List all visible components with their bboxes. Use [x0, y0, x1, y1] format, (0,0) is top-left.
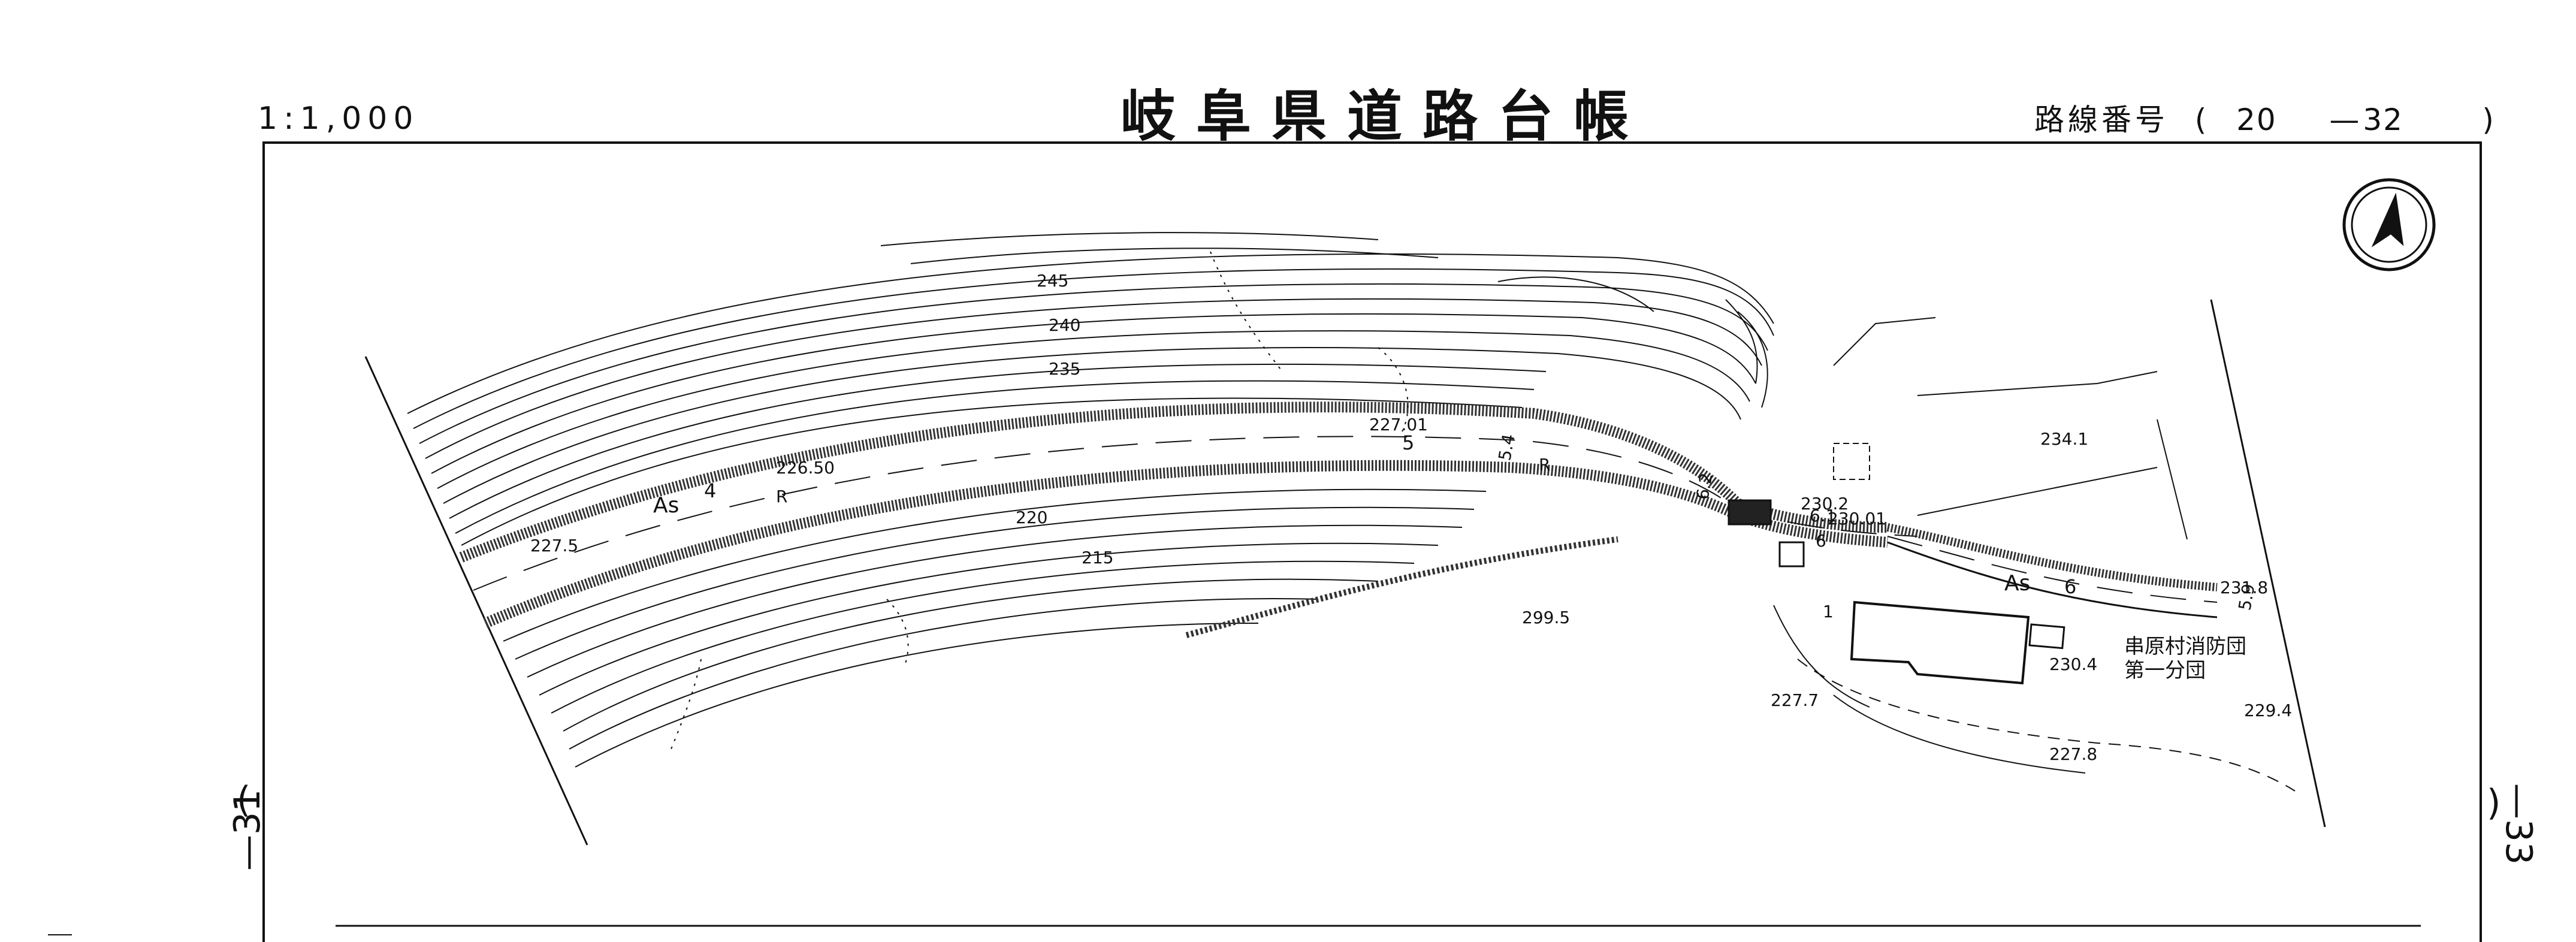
north-arrow-icon	[2342, 178, 2436, 271]
bridge-abutment	[1778, 541, 1805, 567]
route-number-b: 32	[2363, 102, 2403, 137]
stream	[1185, 536, 1618, 638]
map-scale: 1:1,000	[258, 101, 419, 137]
road-surface-label: As	[653, 493, 679, 518]
elevation-label: 230.2	[1801, 494, 1849, 514]
contour-label: 215	[1082, 548, 1113, 567]
road-mark: R	[1539, 455, 1550, 475]
survey-boundary-left	[364, 356, 588, 846]
contour-label: 245	[1037, 271, 1068, 291]
map-frame	[262, 141, 2482, 942]
elevation-label: 234.1	[2040, 429, 2088, 449]
contours-hilltop	[880, 232, 1768, 408]
facility-name: 第一分団	[2124, 659, 2206, 683]
station-label: 5	[1402, 431, 1414, 454]
road-south-edge	[483, 460, 1888, 629]
contour-label: 220	[1016, 508, 1047, 527]
map-labels: 245 240 235 220 215 227.01 226.50 227.5 …	[530, 271, 2292, 764]
elevation-label: 231.8	[2220, 578, 2268, 597]
bridge	[1728, 499, 1772, 526]
station-label: 6	[2064, 575, 2076, 598]
road-mark: R	[776, 487, 787, 506]
contour-label: 240	[1049, 315, 1080, 335]
survey-boundary-right	[2210, 299, 2326, 828]
elevation-label: 230.4	[2049, 654, 2097, 674]
width-label: 6.1	[1810, 506, 1837, 526]
elevation-label: 226.50	[776, 458, 835, 478]
road-centerline	[473, 436, 1918, 591]
width-label: 5.4	[1494, 433, 1518, 463]
route-dash: —	[2329, 102, 2363, 137]
route-number: 路線番号 ( 20 —32 )	[2034, 96, 2498, 139]
width-label: 5.9	[2234, 582, 2258, 612]
elevation-label: 229.4	[2244, 701, 2292, 720]
route-number-label: 路線番号	[2034, 102, 2169, 137]
elevation-label: 227.8	[2049, 744, 2097, 764]
route-open-paren: (	[2194, 102, 2210, 137]
adjacent-sheet-left-paren: (	[237, 779, 251, 821]
width-label: 6.2	[1692, 472, 1716, 502]
contours-south	[503, 488, 1487, 768]
elevation-label: 230.01	[1828, 509, 1886, 529]
road-surface-label: As	[2004, 571, 2030, 596]
adjacent-sheet-right-paren: )	[2487, 782, 2501, 824]
station-label: 4	[704, 479, 716, 502]
facility-name: 串原村消防団	[2124, 635, 2246, 659]
width-label: 6	[1816, 531, 1826, 551]
width-label: 1	[1823, 602, 1834, 621]
elevation-label: 227.01	[1369, 415, 1428, 434]
contour-label: 235	[1049, 359, 1080, 379]
building-small	[2028, 623, 2065, 650]
route-close-paren: )	[2482, 102, 2498, 137]
route-number-a: 20	[2236, 102, 2277, 137]
elevation-label: 227.7	[1771, 690, 1819, 710]
dotted-boundaries	[671, 251, 1409, 750]
elevation-label: 299.5	[1522, 608, 1570, 627]
elevation-label: 227.5	[530, 536, 578, 555]
east-parcels	[1773, 317, 2296, 792]
road-east-south-edge	[1887, 541, 2218, 618]
page-title: 岐阜県道路台帳	[1121, 84, 1650, 149]
building-fire-station	[1850, 600, 2030, 685]
contours-north	[407, 253, 1774, 546]
road-east-centerline	[1887, 536, 2218, 603]
structure-dashed	[1833, 443, 1870, 480]
